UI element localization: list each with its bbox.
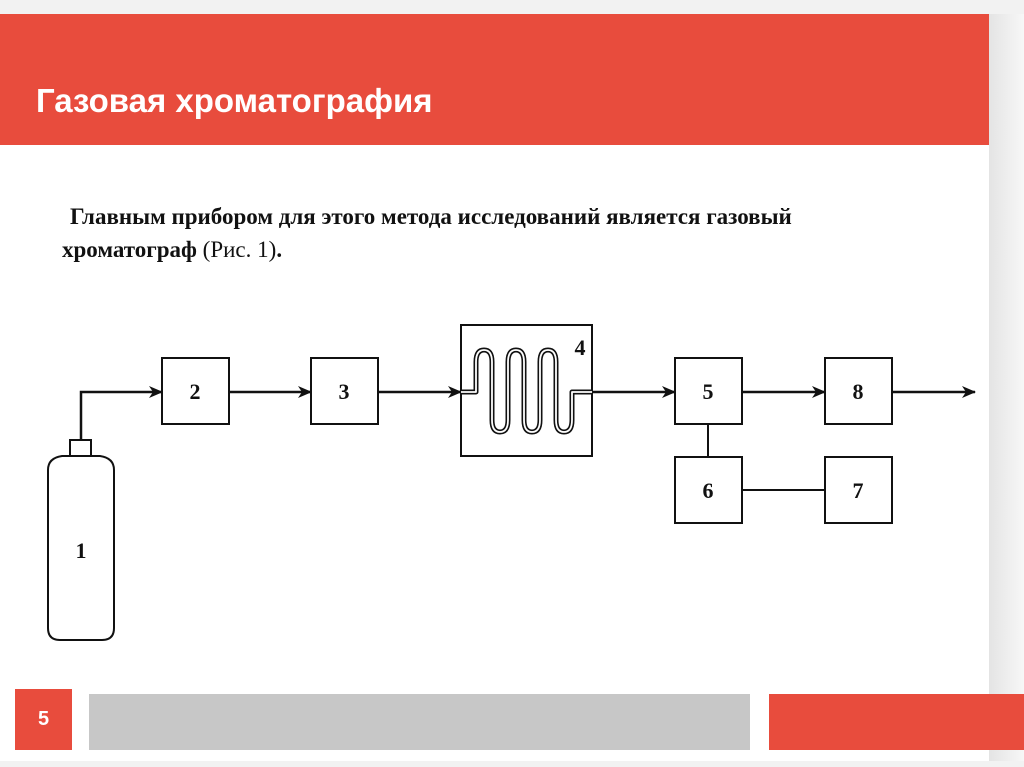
slide-title: Газовая хроматография (36, 82, 433, 119)
block-6 (674, 456, 743, 524)
block-2 (161, 357, 230, 425)
block-7 (824, 456, 893, 524)
title-bar (0, 14, 989, 145)
block-label-3: 3 (339, 379, 350, 404)
block-label-5: 5 (703, 379, 714, 404)
block-label-8: 8 (853, 379, 864, 404)
block-label-7: 7 (853, 478, 864, 503)
slide-side-shadow (989, 14, 1024, 761)
gas-chromatograph-diagram: 1 2 3 4 5 8 6 7 (47, 324, 976, 641)
footer-gray-bar (89, 694, 750, 750)
block-5 (674, 357, 743, 425)
body-paragraph: Главным прибором для этого метода исслед… (62, 200, 982, 266)
block-label-6: 6 (703, 478, 714, 503)
body-text-term: хроматограф (62, 237, 197, 262)
arrow-1-to-2 (79, 386, 163, 440)
body-text-period: . (276, 237, 283, 262)
block-label-2: 2 (190, 379, 201, 404)
body-text-line1: Главным прибором для этого метода исслед… (70, 204, 792, 229)
block-8 (824, 357, 893, 425)
block-label-4: 4 (575, 335, 586, 360)
page-number: 5 (37, 708, 50, 730)
footer-red-bar (769, 694, 1024, 750)
block-3 (310, 357, 379, 425)
page-number-box: 5 (15, 689, 72, 750)
body-text-figure-ref: (Рис. 1) (196, 237, 277, 262)
block-label-1: 1 (76, 538, 87, 563)
